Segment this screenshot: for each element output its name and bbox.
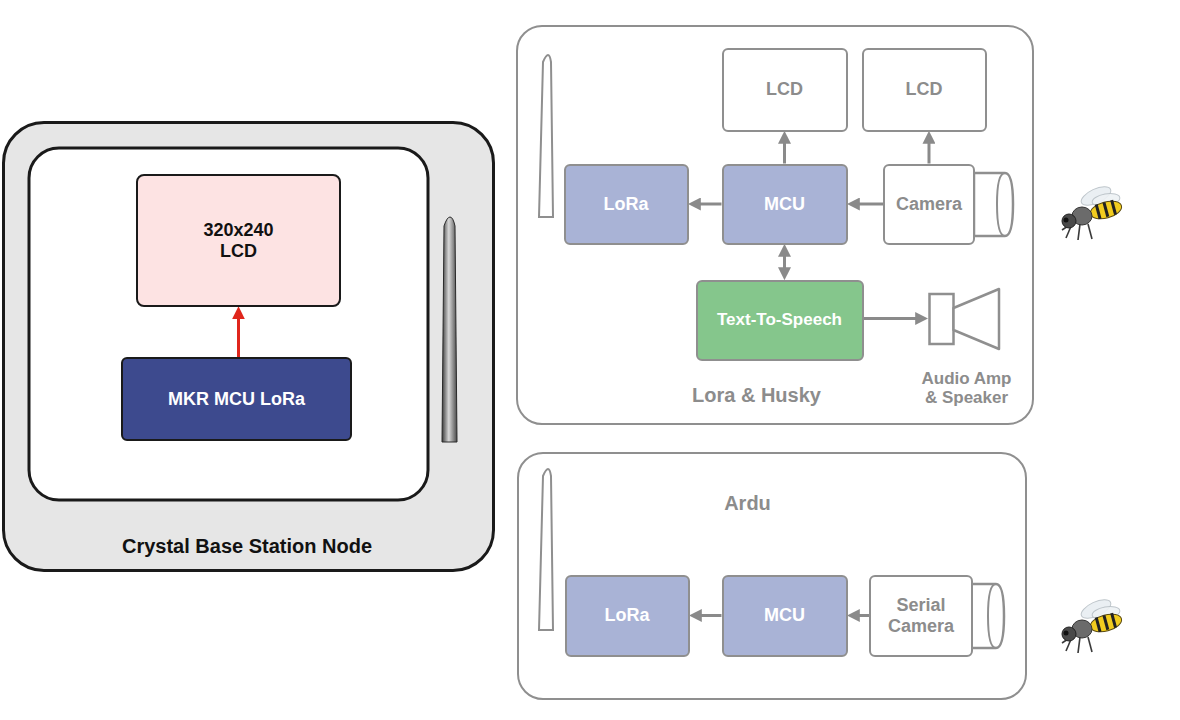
tts-box: Text-To-Speech <box>696 280 864 361</box>
arrow-connector <box>856 203 884 206</box>
node-label: 320x240 LCD <box>189 220 289 261</box>
speaker-cone <box>953 289 999 349</box>
antenna <box>539 469 553 630</box>
node-label: MKR MCU LoRa <box>164 389 309 410</box>
group-heading: Audio Amp & Speaker <box>917 369 1017 408</box>
node-label: LoRa <box>601 605 654 626</box>
arrow-connector <box>697 203 722 206</box>
node-label: Text-To-Speech <box>713 310 846 330</box>
lcd-box: LCD <box>722 48 848 132</box>
node-label: MCU <box>760 605 809 626</box>
antenna <box>539 55 553 217</box>
node-label: LoRa <box>600 194 653 215</box>
lora-box: LoRa <box>565 575 690 657</box>
arrow-connector <box>783 253 786 272</box>
antenna <box>442 217 457 442</box>
bee-illustrations <box>1062 183 1124 653</box>
mcu-lora-box: MKR MCU LoRa <box>121 357 352 441</box>
node-label: Camera <box>892 194 966 215</box>
speaker-symbol: Audio Amp & Speaker <box>928 286 1002 352</box>
lora-box: LoRa <box>564 164 689 245</box>
arrow-connector <box>237 315 240 357</box>
node-label: LCD <box>762 79 807 100</box>
arrow-connector <box>698 614 722 617</box>
group-heading: Ardu <box>724 491 771 514</box>
node-label: Serial Camera <box>877 595 965 636</box>
group-heading: Lora & Husky <box>692 383 821 406</box>
mcu-box: MCU <box>722 164 848 245</box>
node-group-box: ArduLoRa MCU Serial Camera <box>517 452 1027 700</box>
speaker-icon <box>928 286 1002 352</box>
lcd-box: 320x240 LCD <box>136 174 341 307</box>
node-group-box: Lora & Husky LCD LCD LoRa MCU CameraText-To-S… <box>516 25 1034 425</box>
arrow-connector <box>783 140 786 164</box>
camera-lens <box>997 173 1005 236</box>
node-label: LCD <box>902 79 947 100</box>
arrow-connector <box>927 140 930 164</box>
camera-lens <box>988 584 996 648</box>
arrow-connector <box>864 317 920 320</box>
lcd-box: LCD <box>862 48 987 132</box>
mcu-box: MCU <box>722 575 848 657</box>
arrow-connector <box>856 614 870 617</box>
camera-box: Serial Camera <box>869 575 973 657</box>
camera-box: Camera <box>883 164 974 245</box>
enclosure-fill <box>4 123 494 571</box>
bee-illustration <box>1062 183 1124 240</box>
bee-illustration <box>1062 596 1124 653</box>
speaker-magnet <box>929 294 953 344</box>
camera-lens <box>974 173 1013 236</box>
base-station-enclosure: Crystal Base Station Node 320x240 LCD MKR … <box>2 121 495 572</box>
inner-panel <box>29 148 428 500</box>
node-label: MCU <box>760 194 809 215</box>
group-heading: Crystal Base Station Node <box>122 535 372 558</box>
